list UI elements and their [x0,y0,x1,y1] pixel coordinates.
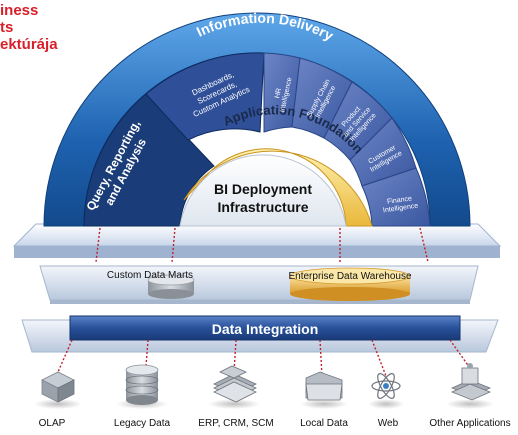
source-label-local-data: Local Data [300,418,348,429]
other-applications-icon [450,363,492,401]
source-label-legacy-data: Legacy Data [114,418,171,429]
slide-title-line-2: ts [0,19,14,36]
bi-deployment-label-line-2: Infrastructure [217,199,308,215]
storage-platform [39,265,479,304]
app-intelligence-segments [263,52,431,227]
svg-text:Finance: Finance [387,195,413,205]
web-globe-icon [371,373,401,399]
application-foundation-arc [183,148,373,227]
dome-connectors [95,227,429,263]
legacy-database-icon [125,364,159,405]
dome-base [12,223,502,258]
data-integration-label: Data Integration [212,321,319,337]
slide-title-line-1: iness [0,2,39,19]
source-label-other-applications: Other Applications [429,418,510,429]
bi-deployment-label-line-1: BI Deployment [214,181,312,197]
source-label-web: Web [378,418,399,429]
source-label-olap: OLAP [39,418,66,429]
olap-cube-icon [41,371,75,403]
local-data-folder-icon [305,371,343,401]
svg-text:Intelligence: Intelligence [383,203,419,215]
custom-data-marts-cylinder [147,274,195,299]
source-icon-shadows [34,399,494,409]
integration-slab [21,315,499,353]
slide-title-line-3: ektúrája [0,36,58,53]
source-connectors [57,339,471,377]
source-label-erp-crm-scm: ERP, CRM, SCM [198,418,273,429]
app-label-finance: Finance Intelligence [383,195,419,215]
erp-crm-scm-stack-icon [213,365,257,403]
custom-data-marts-label: Custom Data Marts [107,270,193,281]
enterprise-warehouse-cylinder [289,267,411,301]
bi-deployment-core [179,154,347,227]
enterprise-data-warehouse-label: Enterprise Data Warehouse [288,271,411,282]
svg-text:HR: HR [274,88,283,99]
